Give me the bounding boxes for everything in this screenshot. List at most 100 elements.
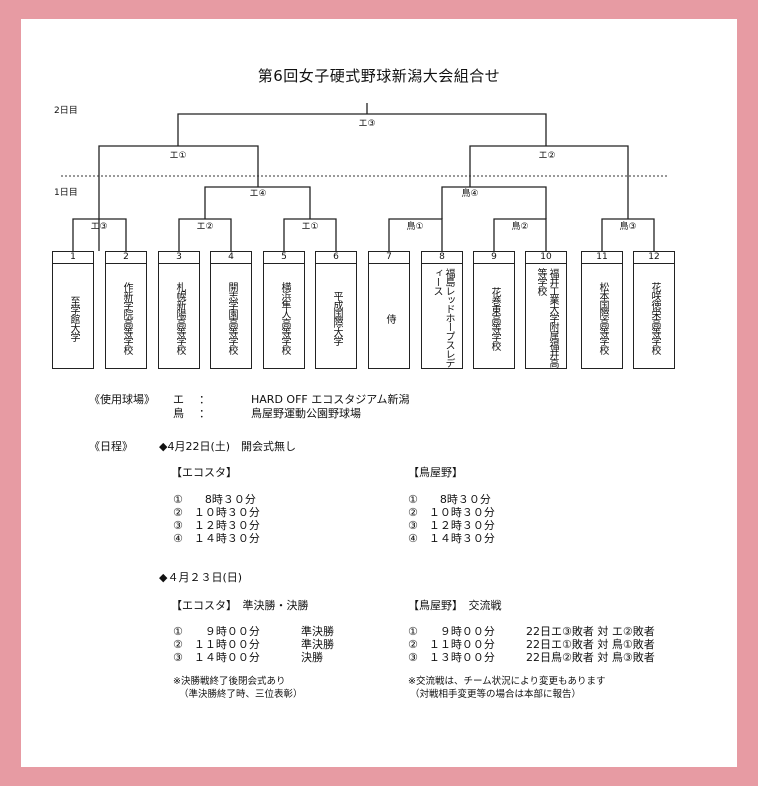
final-connector (177, 113, 547, 146)
day2-heading: ◆４月２３日(日) (159, 571, 243, 584)
team-number: 2 (106, 252, 146, 264)
r1-2-connector (178, 218, 232, 251)
team-number: 8 (422, 252, 462, 264)
team-box-6: 6 平成国際大学 (315, 251, 357, 369)
team-name: 花巻東高等学校 (489, 286, 500, 350)
day2-left-time: ② １１時００分 (173, 638, 260, 651)
day1-left-row: ① 8時３０分 (173, 493, 256, 506)
day2-left-footnote-1: ※決勝戦終了後閉会式あり (173, 676, 286, 687)
team-name: 福井工業大学附属福井高等学校 (535, 268, 558, 367)
day1-left-row: ③ １２時３０分 (173, 519, 260, 532)
r1-5-connector (493, 218, 547, 251)
team-box-3: 3 札幌新陽高等学校 (158, 251, 200, 369)
game-label-r1-1: エ③ (90, 222, 107, 232)
r1-6-connector (601, 218, 655, 251)
team-number: 10 (526, 252, 566, 264)
team-name: 平成国際大学 (331, 291, 342, 345)
game-label-r1-4: 鳥① (406, 220, 423, 232)
venue-name: HARD OFF エコスタジアム新潟 (251, 393, 410, 406)
day2-left-time: ① ９時００分 (173, 625, 260, 638)
team-box-10: 10 福井工業大学附属福井高等学校 (525, 251, 567, 369)
day2-left-footnote-2: （準決勝終了時、三位表彰） (179, 689, 303, 700)
bracket-lines: エ③ エ① エ② エ④ 鳥④ エ③ エ② エ① 鳥① 鳥② 鳥③ (61, 103, 667, 251)
team-name: 作新学院高等学校 (121, 282, 132, 354)
team-number: 6 (316, 252, 356, 264)
day2-right-time: ③ １３時００分 (408, 651, 495, 664)
day2-left-note: 準決勝 (301, 625, 334, 638)
day2-right-note: 22日鳥②敗者 対 鳥③敗者 (526, 651, 655, 664)
game-label-r1-3: エ① (301, 222, 318, 232)
team-number: 9 (474, 252, 514, 264)
team-number: 1 (53, 252, 93, 264)
team-number: 11 (582, 252, 622, 264)
team-name: 花咲徳栄高等学校 (649, 282, 660, 354)
game-label-semi-left: エ① (169, 151, 186, 161)
day1-right-title: 【鳥屋野】 (408, 466, 463, 479)
day1-heading: ◆4月22日(土) 開会式無し (159, 440, 297, 453)
day1-left-title: 【エコスタ】 (171, 466, 237, 479)
team-box-9: 9 花巻東高等学校 (473, 251, 515, 369)
day2-right-title: 【鳥屋野】 交流戦 (408, 599, 502, 612)
team-number: 4 (211, 252, 251, 264)
venue-abbr: 鳥 (173, 407, 184, 420)
venue-colon: ： (199, 407, 210, 420)
team-number: 7 (369, 252, 409, 264)
game-label-qf-left: エ④ (249, 189, 266, 199)
day1-left-row: ④ １４時３０分 (173, 532, 260, 545)
team-box-4: 4 開志学園高等学校 (210, 251, 252, 369)
day1-left-row: ② １０時３０分 (173, 506, 260, 519)
team-number: 3 (159, 252, 199, 264)
game-label-r1-2: エ② (196, 222, 213, 232)
semi-right-connector (469, 145, 629, 219)
team-name: 開志学園高等学校 (226, 282, 237, 354)
game-label-r1-6: 鳥③ (619, 220, 636, 232)
day2-left-time: ③ １４時００分 (173, 651, 260, 664)
day2-right-footnote-2: （対戦相手変更等の場合は本部に報告） (410, 689, 582, 700)
team-number: 12 (634, 252, 674, 264)
venue-abbr: エ (173, 393, 184, 406)
r1-4-connector (388, 218, 443, 251)
game-label-final: エ③ (358, 119, 375, 129)
semi-left-connector (98, 145, 259, 251)
team-name: 侍 (384, 313, 395, 323)
day1-label: 1日目 (54, 188, 78, 198)
day1-right-row: ① 8時３０分 (408, 493, 491, 506)
day1-right-row: ② １０時３０分 (408, 506, 495, 519)
qf-left-connector (204, 186, 311, 219)
day1-right-row: ③ １２時３０分 (408, 519, 495, 532)
game-label-qf-right: 鳥④ (461, 187, 478, 199)
game-label-semi-right: エ② (538, 151, 555, 161)
team-name: 至学館大学 (68, 295, 79, 341)
day2-left-note: 決勝 (301, 651, 323, 664)
venues-label: 《使用球場》 (89, 393, 155, 406)
team-number: 5 (264, 252, 304, 264)
game-label-r1-5: 鳥② (511, 220, 528, 232)
team-box-2: 2 作新学院高等学校 (105, 251, 147, 369)
day2-left-title: 【エコスタ】 準決勝・決勝 (171, 599, 309, 612)
team-name: 福島レッドホープスレディース (431, 268, 454, 367)
team-box-12: 12 花咲徳栄高等学校 (633, 251, 675, 369)
team-name: 札幌新陽高等学校 (174, 282, 185, 354)
team-box-5: 5 横浜隼人高等学校 (263, 251, 305, 369)
r1-1-connector (72, 218, 127, 251)
team-name: 松本国際高等学校 (597, 282, 608, 354)
team-box-1: 1 至学館大学 (52, 251, 94, 369)
day2-right-time: ② １１時００分 (408, 638, 495, 651)
day2-left-note: 準決勝 (301, 638, 334, 651)
qf-right-connector (441, 186, 547, 219)
team-name: 横浜隼人高等学校 (279, 282, 290, 354)
page-title: 第6回女子硬式野球新潟大会組合せ (257, 67, 501, 85)
schedule-label: 《日程》 (89, 440, 133, 453)
team-box-7: 7 侍 (368, 251, 410, 369)
day2-right-note: 22日エ①敗者 対 鳥①敗者 (526, 638, 655, 651)
day2-right-time: ① ９時００分 (408, 625, 495, 638)
team-box-8: 8 福島レッドホープスレディース (421, 251, 463, 369)
day2-label: 2日目 (54, 106, 78, 116)
venue-colon: ： (199, 393, 210, 406)
team-box-11: 11 松本国際高等学校 (581, 251, 623, 369)
day2-right-note: 22日エ③敗者 対 エ②敗者 (526, 625, 655, 638)
tournament-sheet: 第6回女子硬式野球新潟大会組合せ 2日目 1日目 エ③ エ① エ② エ (21, 19, 737, 767)
venue-name: 鳥屋野運動公園野球場 (251, 407, 361, 420)
day2-right-footnote-1: ※交流戦は、チーム状況により変更もあります (408, 676, 606, 687)
day1-right-row: ④ １４時３０分 (408, 532, 495, 545)
